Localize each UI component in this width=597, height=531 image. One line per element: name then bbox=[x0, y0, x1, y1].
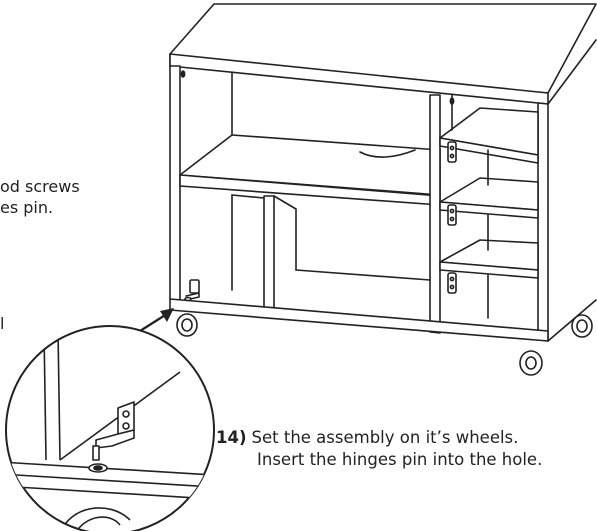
previous-step-line-1: od screws bbox=[0, 177, 80, 196]
step-line-1: Set the assembly on it’s wheels. bbox=[251, 428, 519, 447]
hinge-bracket-magnified bbox=[92, 401, 135, 461]
hinge-lower bbox=[447, 272, 457, 294]
hinge-middle bbox=[447, 204, 457, 226]
step-number: 14) bbox=[216, 428, 247, 447]
wheel-front-left bbox=[176, 313, 198, 337]
right-shelf-1-front bbox=[439, 137, 539, 164]
left-side-panel bbox=[169, 65, 181, 302]
magnified-detail bbox=[5, 325, 215, 531]
bottom-board bbox=[169, 298, 549, 342]
previous-step-text: od screws es pin. bbox=[0, 176, 80, 218]
right-shelf-2-front bbox=[439, 201, 539, 219]
lower-partition-left bbox=[263, 195, 275, 313]
step-14-instruction: 14)Set the assembly on it’s wheels. Inse… bbox=[216, 427, 542, 471]
step-line-2: Insert the hinges pin into the hole. bbox=[257, 450, 543, 469]
previous-step-line-2: es pin. bbox=[0, 198, 54, 217]
vertical-divider bbox=[429, 94, 441, 334]
previous-step-stub: l bbox=[0, 314, 5, 333]
wheel-back-right bbox=[571, 314, 593, 338]
hinge-upper bbox=[447, 141, 457, 163]
right-side-panel bbox=[537, 102, 549, 342]
bottom-hinge-bracket bbox=[184, 279, 200, 302]
wheel-front-right bbox=[519, 350, 543, 376]
right-shelf-3-front bbox=[439, 261, 539, 279]
